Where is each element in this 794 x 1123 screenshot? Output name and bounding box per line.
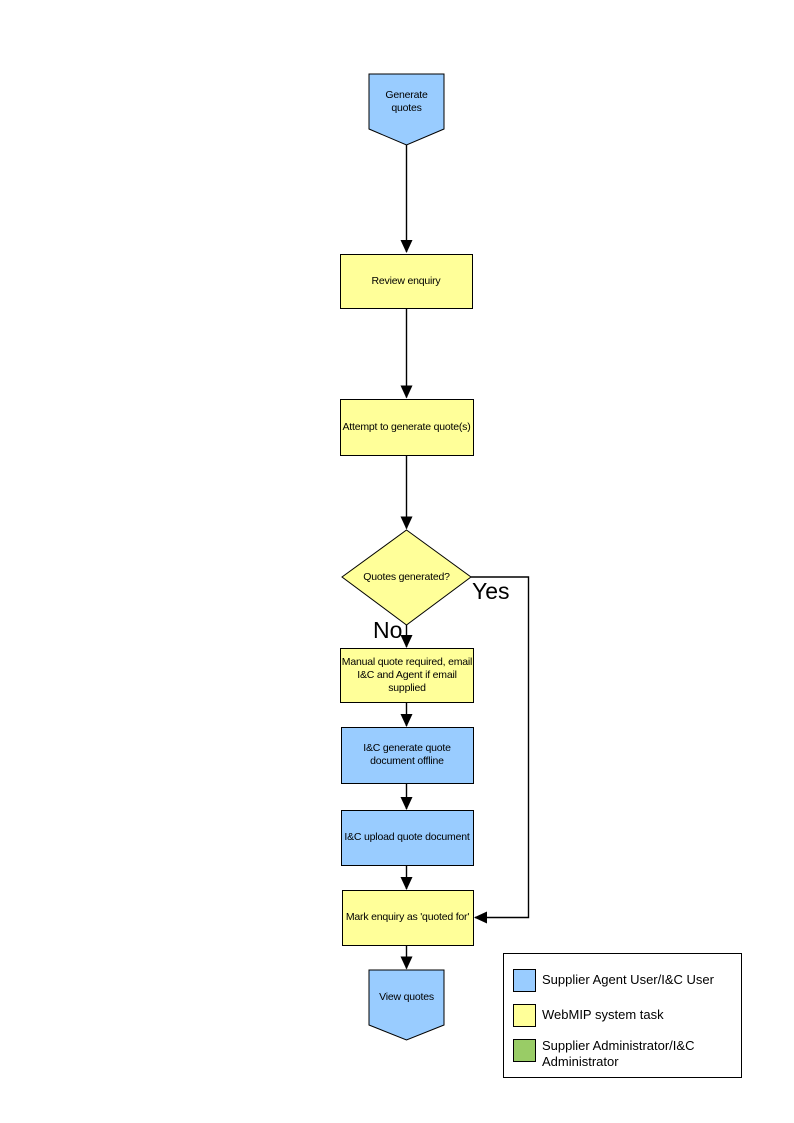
quotes-generated-decision-shape	[341, 529, 472, 626]
legend-swatch-supplier-admin	[513, 1039, 536, 1062]
generate-quotes-label: Generate quotes	[385, 88, 428, 114]
legend-label-supplier-admin: Supplier Administrator/I&C Administrator	[542, 1038, 695, 1069]
legend-swatch-supplier-agent	[513, 969, 536, 992]
mark-enquiry-label: Mark enquiry as 'quoted for'	[345, 911, 470, 923]
arrow-decision-yes-to-mark	[471, 576, 530, 924]
ic-upload-quote-shape	[341, 810, 474, 866]
review-enquiry-shape	[340, 254, 473, 309]
ic-generate-offline-label: I&C generate quote document offline	[363, 742, 451, 767]
view-quotes-shape	[368, 969, 445, 1041]
generate-quotes-shape	[368, 73, 445, 146]
legend-label-webmip-task: WebMIP system task	[542, 1006, 664, 1022]
mark-enquiry-shape	[342, 890, 474, 946]
yes-branch-label: Yes	[472, 578, 510, 604]
ic-generate-offline-shape	[341, 727, 474, 784]
attempt-generate-shape	[340, 399, 474, 456]
view-quotes-label: View quotes	[379, 991, 434, 1003]
legend-swatch-webmip-task	[513, 1004, 536, 1027]
no-branch-label: No	[373, 617, 403, 643]
ic-upload-quote-label: I&C upload quote document	[344, 831, 470, 843]
attempt-generate-label: Attempt to generate quote(s)	[342, 420, 471, 433]
quotes-generated-label: Quotes generated?	[363, 570, 450, 583]
legend-label-supplier-agent: Supplier Agent User/I&C User	[542, 971, 714, 987]
manual-quote-shape	[340, 648, 474, 703]
legend-box: Supplier Agent User/I&C User WebMIP syst…	[503, 953, 742, 1078]
review-enquiry-label: Review enquiry	[371, 274, 441, 287]
manual-quote-label: Manual quote required, email I&C and Age…	[341, 656, 473, 694]
